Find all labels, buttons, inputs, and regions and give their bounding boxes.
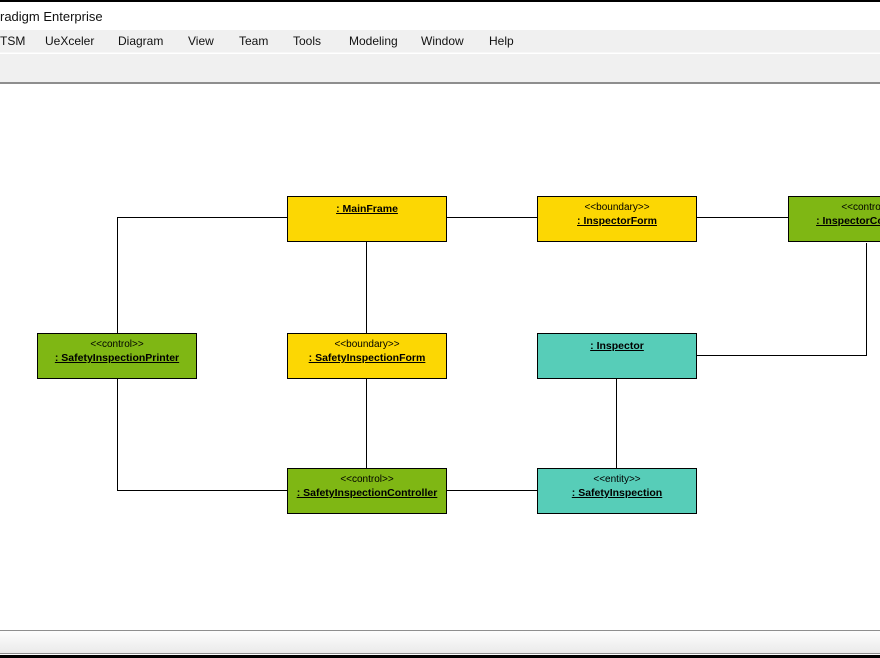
link-inspectorctrl-inspector-h[interactable]	[697, 355, 867, 356]
node-mainframe[interactable]: : MainFrame	[287, 196, 447, 242]
node-name: : SafetyInspectionPrinter	[54, 352, 180, 364]
title-bar: radigm Enterprise	[0, 2, 880, 30]
link-inspectorctrl-inspector-v[interactable]	[866, 243, 867, 356]
node-name: : SafetyInspection	[571, 487, 663, 499]
toolbar	[0, 54, 880, 84]
link-mainframe-printer-h[interactable]	[117, 217, 287, 218]
node-safetyinspection[interactable]: <<entity>> : SafetyInspection	[537, 468, 697, 514]
node-name: : MainFrame	[336, 203, 398, 215]
node-name: : SafetyInspectionForm	[308, 352, 426, 364]
window-title: radigm Enterprise	[0, 8, 103, 24]
menu-itsm[interactable]: TSM	[0, 34, 26, 48]
link-inspectorform-inspectorctrl[interactable]	[697, 217, 788, 218]
node-name: : InspectorForm	[577, 215, 657, 227]
menu-uexceler[interactable]: UeXceler	[45, 34, 95, 48]
menu-bar: TSM UeXceler Diagram View Team Tools Mod…	[0, 30, 880, 53]
node-safetyinspectionform[interactable]: <<boundary>> : SafetyInspectionForm	[287, 333, 447, 379]
node-stereotype: <<control>>	[841, 202, 880, 213]
diagram-canvas[interactable]: : MainFrame <<boundary>> : InspectorForm…	[0, 86, 880, 630]
window-top-edge	[0, 0, 880, 2]
status-bar	[0, 630, 880, 654]
node-stereotype: <<control>>	[340, 474, 394, 485]
node-inspectorcontroller[interactable]: <<control>> : InspectorController	[788, 196, 880, 242]
menu-diagram[interactable]: Diagram	[118, 34, 164, 48]
node-inspector[interactable]: : Inspector	[537, 333, 697, 379]
link-sicontroller-safetyinspection[interactable]	[447, 490, 537, 491]
menu-view[interactable]: View	[188, 34, 214, 48]
node-name: : SafetyInspectionController	[296, 487, 438, 499]
menu-help[interactable]: Help	[489, 34, 514, 48]
menu-window[interactable]: Window	[421, 34, 464, 48]
node-stereotype: <<control>>	[90, 339, 144, 350]
link-printer-sicontroller-v[interactable]	[117, 379, 118, 491]
node-safetyinspectioncontroller[interactable]: <<control>> : SafetyInspectionController	[287, 468, 447, 514]
node-stereotype: <<entity>>	[593, 474, 641, 485]
link-printer-sicontroller-h[interactable]	[117, 490, 287, 491]
node-stereotype: <<boundary>>	[584, 202, 650, 213]
node-name: : Inspector	[590, 340, 644, 352]
menu-tools[interactable]: Tools	[293, 34, 322, 48]
menu-modeling[interactable]: Modeling	[349, 34, 398, 48]
window-bottom-edge	[0, 655, 880, 658]
link-siform-sicontroller[interactable]	[366, 379, 367, 468]
link-mainframe-inspectorform[interactable]	[447, 217, 537, 218]
link-inspector-safetyinspection[interactable]	[616, 379, 617, 468]
node-safetyinspectionprinter[interactable]: <<control>> : SafetyInspectionPrinter	[37, 333, 197, 379]
link-mainframe-printer-v[interactable]	[117, 217, 118, 333]
menu-team[interactable]: Team	[239, 34, 269, 48]
node-name: : InspectorController	[816, 215, 880, 227]
node-stereotype: <<boundary>>	[334, 339, 400, 350]
link-mainframe-siform[interactable]	[366, 242, 367, 333]
node-inspectorform[interactable]: <<boundary>> : InspectorForm	[537, 196, 697, 242]
